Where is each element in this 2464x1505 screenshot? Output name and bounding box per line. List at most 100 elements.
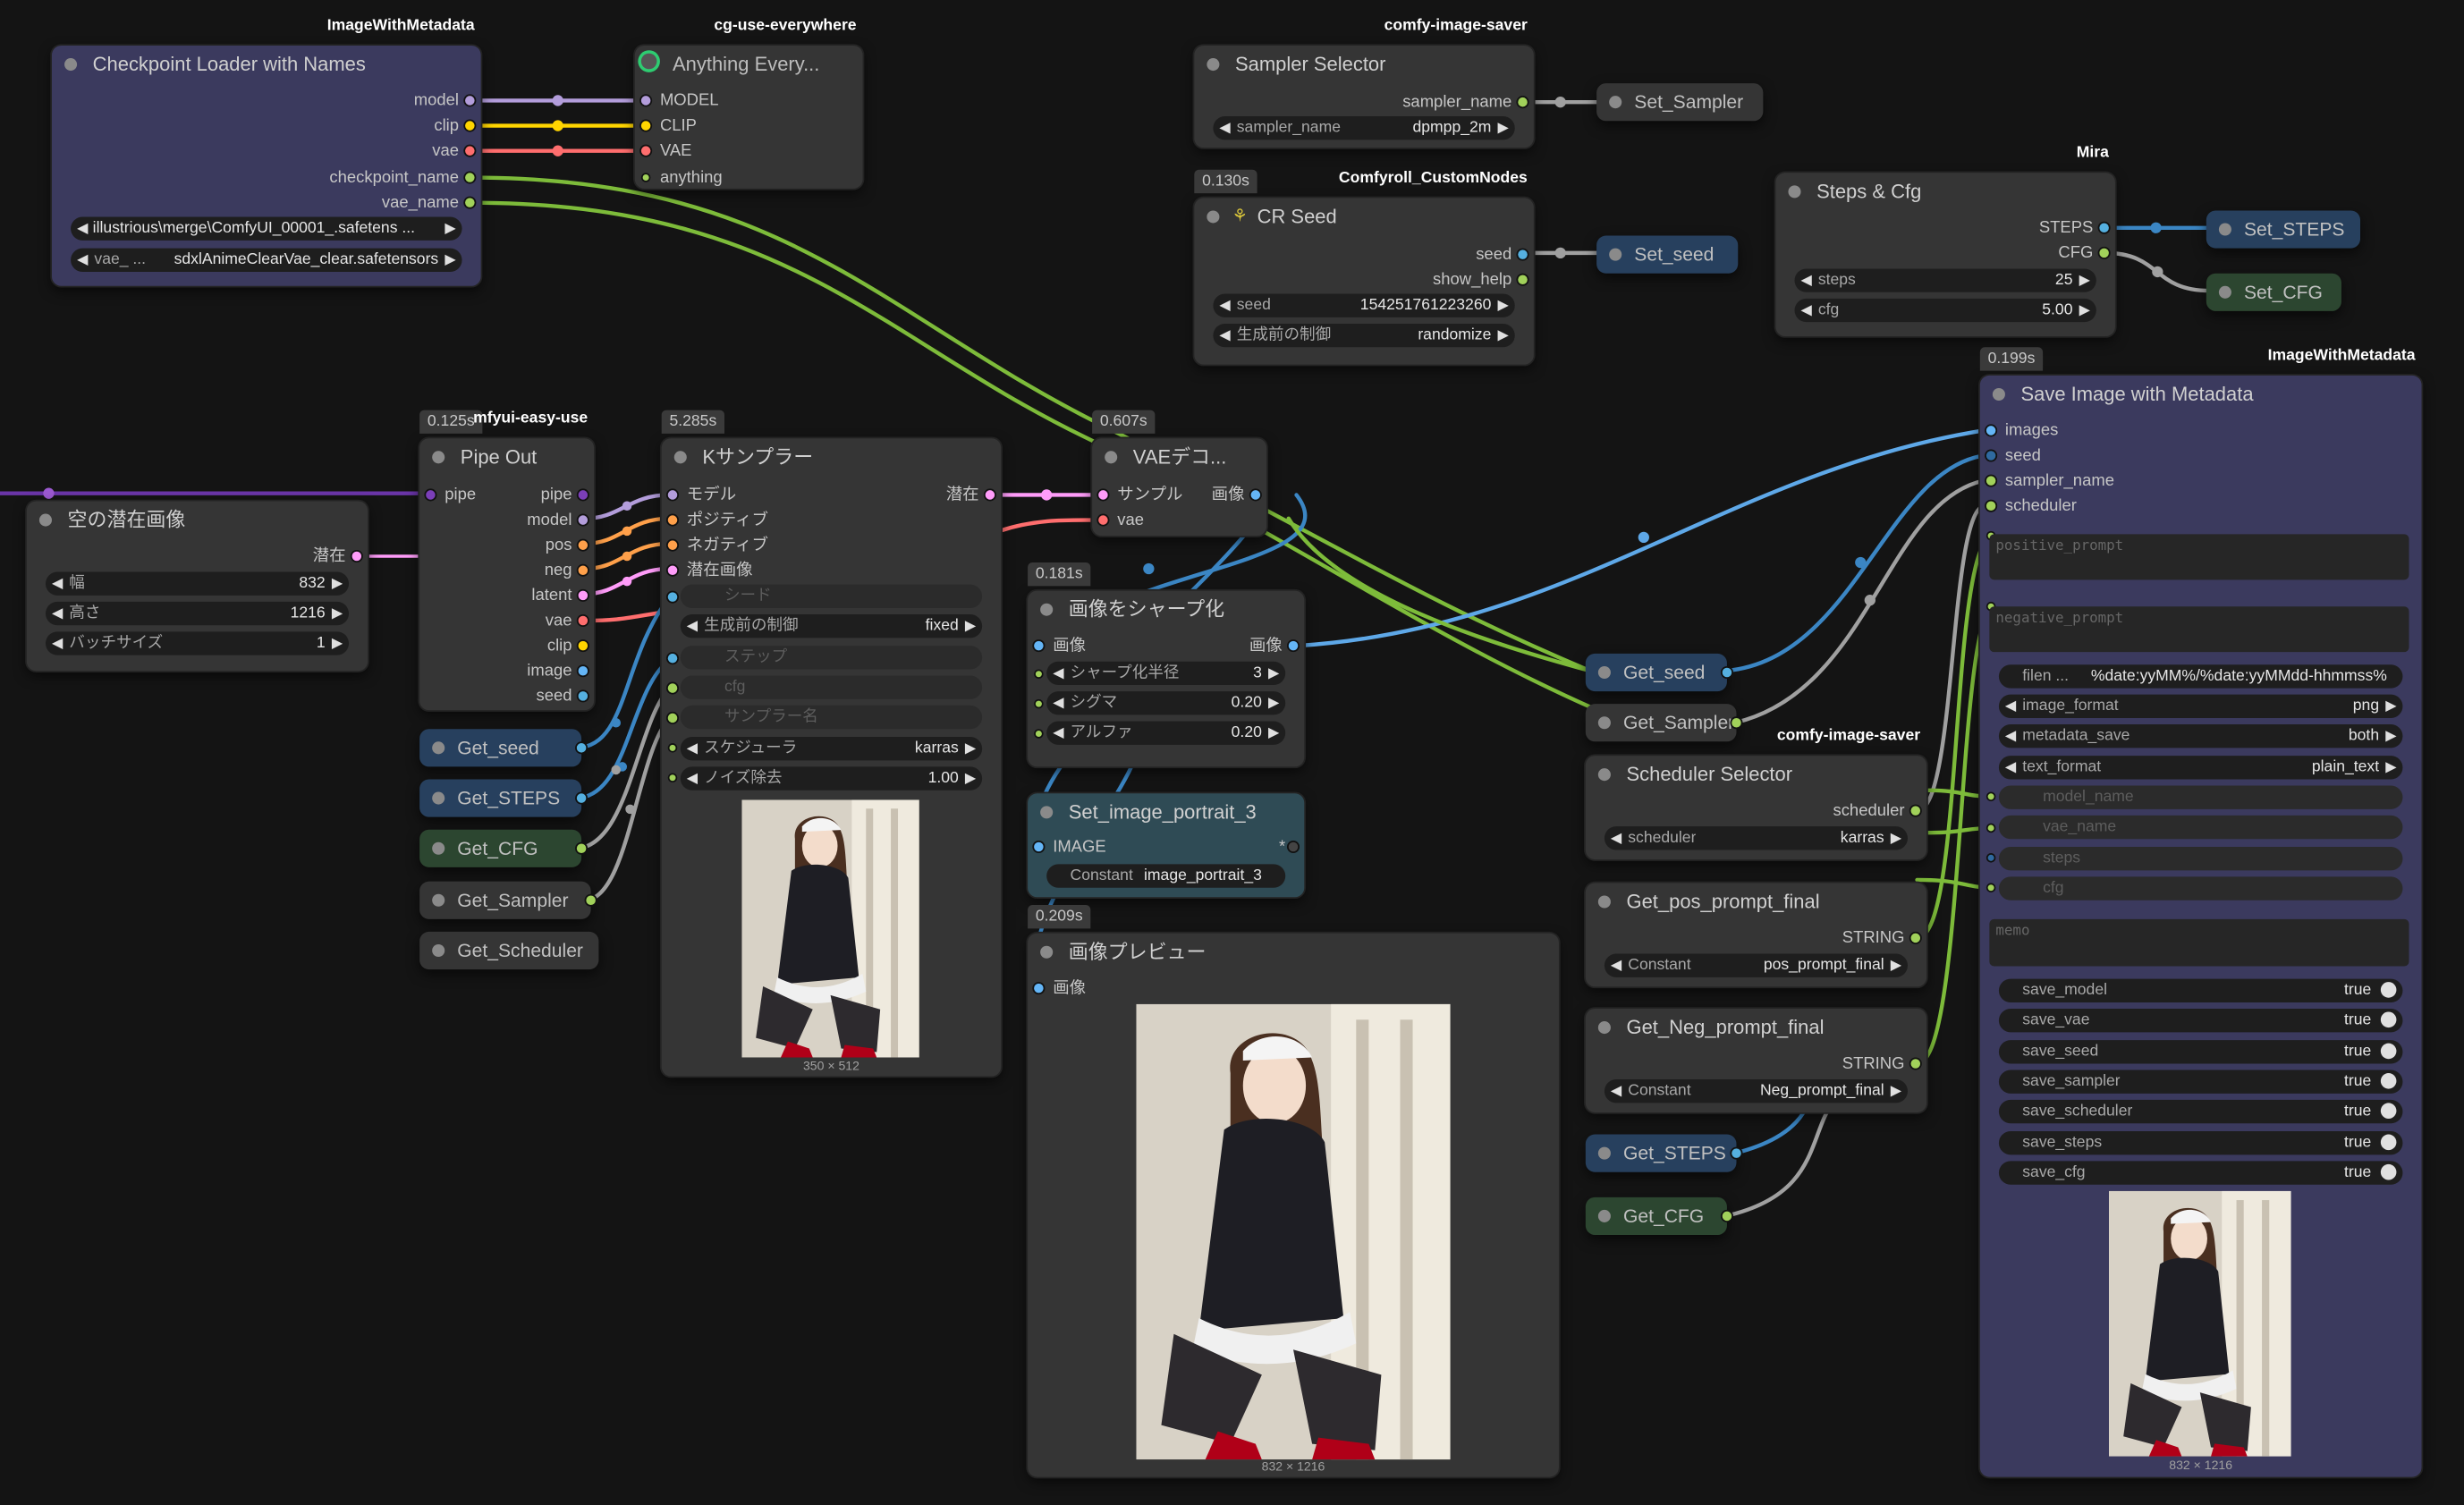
output-socket[interactable] <box>465 96 475 106</box>
output-socket[interactable] <box>1910 1059 1921 1069</box>
set-seed-node[interactable]: Set_seed <box>1596 235 1739 274</box>
get-seed-node-left[interactable]: Get_seed <box>419 729 587 767</box>
input-socket[interactable] <box>1987 793 1994 800</box>
output-socket[interactable] <box>985 490 995 500</box>
input-socket[interactable] <box>669 744 676 751</box>
input-socket[interactable] <box>642 174 649 182</box>
collapse-dot-icon[interactable] <box>432 791 445 805</box>
set-sampler-node[interactable]: Set_Sampler <box>1596 83 1764 122</box>
input-socket[interactable] <box>1987 884 1994 892</box>
get-cfg-node-mid[interactable]: Get_CFG <box>1585 1196 1732 1236</box>
collapse-dot-icon[interactable] <box>1597 1209 1611 1222</box>
get-steps-node-mid[interactable]: Get_STEPS <box>1585 1134 1741 1172</box>
output-socket[interactable] <box>578 540 588 550</box>
collapse-dot-icon[interactable] <box>673 451 687 464</box>
set-steps-node[interactable]: Set_STEPS <box>2206 210 2361 249</box>
collapse-dot-icon[interactable] <box>1597 895 1611 909</box>
output-socket[interactable] <box>2099 248 2109 258</box>
input-socket[interactable] <box>667 592 678 602</box>
collapse-dot-icon[interactable] <box>432 943 445 958</box>
input-socket[interactable] <box>669 774 676 782</box>
output-socket[interactable] <box>465 173 475 182</box>
node-title[interactable]: Scheduler Selector <box>1586 756 1926 793</box>
input-socket[interactable] <box>667 490 678 500</box>
input-socket[interactable] <box>640 121 651 131</box>
pipe-out-node[interactable]: 0.125s mfyui-easy-use Pipe Out pipe pipe… <box>419 410 595 711</box>
input-socket[interactable] <box>667 713 678 723</box>
output-socket[interactable] <box>465 121 475 131</box>
collapse-dot-icon[interactable] <box>1597 1146 1611 1160</box>
output-socket[interactable] <box>1732 1148 1741 1158</box>
input-socket[interactable] <box>1034 640 1044 651</box>
output-socket[interactable] <box>1518 275 1528 285</box>
collapse-dot-icon[interactable] <box>1207 210 1220 224</box>
output-socket[interactable] <box>1910 933 1921 943</box>
output-socket[interactable] <box>576 843 587 854</box>
input-socket[interactable] <box>1035 671 1042 678</box>
input-socket[interactable] <box>667 540 678 550</box>
node-title[interactable]: Set_image_portrait_3 <box>1028 793 1304 831</box>
output-socket[interactable] <box>465 198 475 207</box>
output-socket[interactable] <box>465 146 475 156</box>
collapse-dot-icon[interactable] <box>1597 768 1611 782</box>
node-title[interactable]: Get_pos_prompt_final <box>1586 883 1926 920</box>
collapse-dot-icon[interactable] <box>1609 248 1622 261</box>
output-socket[interactable] <box>578 490 588 500</box>
anything-everywhere-node[interactable]: cg-use-everywhere Anything Every... MODE… <box>634 17 863 189</box>
output-socket[interactable] <box>1722 667 1732 678</box>
input-socket[interactable] <box>1986 426 1996 435</box>
node-title[interactable]: VAEデコ... <box>1092 438 1266 476</box>
scheduler-selector-node[interactable]: comfy-image-saver Scheduler Selector sch… <box>1585 727 1927 860</box>
checkpoint-loader-node[interactable]: ImageWithMetadata Checkpoint Loader with… <box>51 17 481 286</box>
get-cfg-node-left[interactable]: Get_CFG <box>419 829 587 867</box>
node-title[interactable]: Steps & Cfg <box>1775 173 2115 210</box>
output-socket[interactable] <box>586 895 596 906</box>
node-title[interactable]: 空の潜在画像 <box>27 501 368 538</box>
input-socket[interactable] <box>1098 490 1108 500</box>
node-title[interactable]: 画像プレビュー <box>1028 934 1559 971</box>
input-socket[interactable] <box>640 146 651 156</box>
node-title[interactable]: Pipe Out <box>419 438 594 476</box>
collapse-dot-icon[interactable] <box>1788 185 1801 199</box>
collapse-dot-icon[interactable] <box>38 513 52 527</box>
node-title[interactable]: ⚘CR Seed <box>1194 198 1534 235</box>
collapse-dot-icon[interactable] <box>64 58 78 72</box>
collapse-dot-icon[interactable] <box>2218 285 2231 299</box>
get-sampler-node-mid[interactable]: Get_Sampler <box>1585 704 1741 742</box>
output-socket[interactable] <box>576 743 587 753</box>
get-sampler-node-left[interactable]: Get_Sampler <box>419 881 596 919</box>
cr-seed-node[interactable]: 0.130s Comfyroll_CustomNodes ⚘CR Seed se… <box>1194 169 1534 365</box>
input-socket[interactable] <box>667 683 678 693</box>
input-socket[interactable] <box>1986 501 1996 512</box>
vae-decode-node[interactable]: 0.607s VAEデコ... サンプル vae 画像 <box>1092 410 1267 537</box>
output-socket[interactable] <box>576 793 587 803</box>
collapse-dot-icon[interactable] <box>432 893 445 907</box>
filename-prefix-widget[interactable]: filen ...%date:yyMM%/%date:yyMMdd-hhmmss… <box>1998 664 2403 689</box>
input-socket[interactable] <box>1987 854 1994 861</box>
collapse-dot-icon[interactable] <box>1105 451 1118 464</box>
collapse-dot-icon[interactable] <box>1597 1021 1611 1035</box>
input-socket[interactable] <box>640 96 651 106</box>
collapse-dot-icon[interactable] <box>432 451 445 464</box>
input-socket[interactable] <box>667 653 678 664</box>
